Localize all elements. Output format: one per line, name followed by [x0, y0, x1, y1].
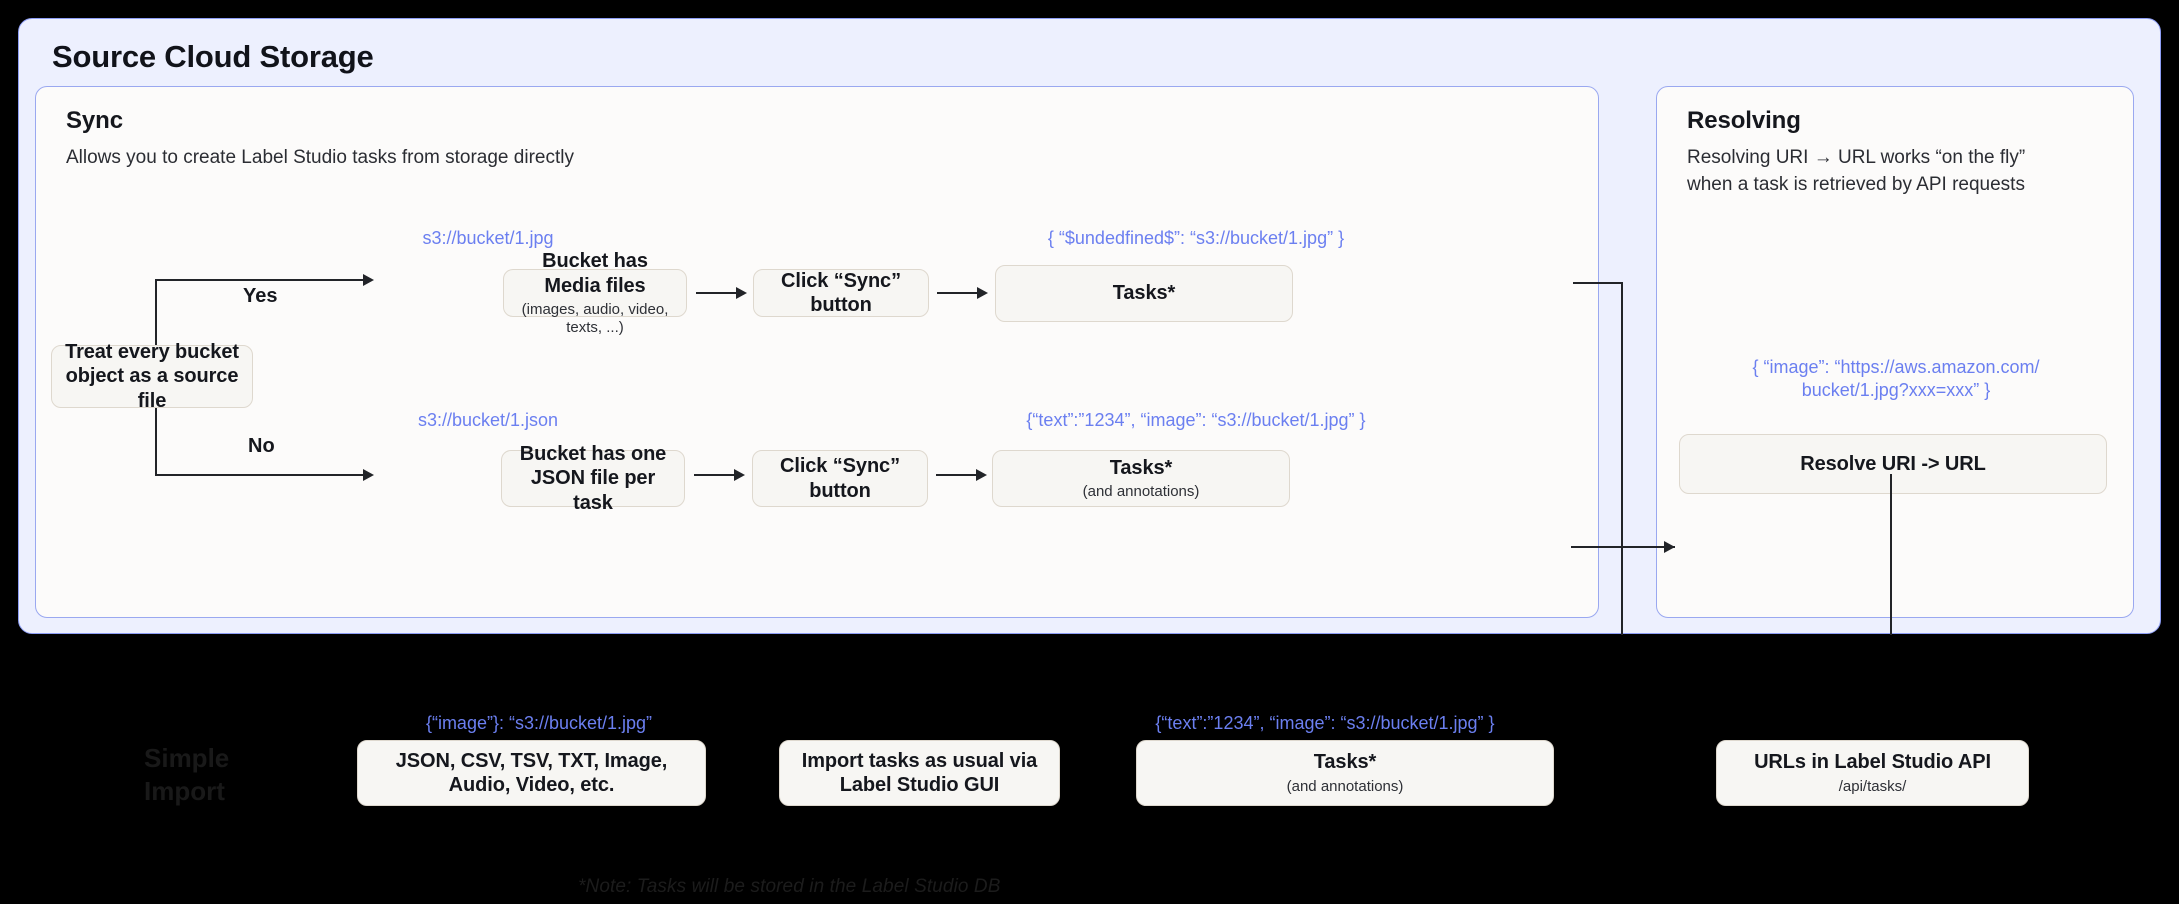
- box-resolve-uri-to-url[interactable]: Resolve URI -> URL: [1679, 434, 2107, 494]
- decision-box-label: Treat every bucket object as a source fi…: [65, 340, 239, 412]
- decision-box-treat-bucket-object[interactable]: Treat every bucket object as a source fi…: [51, 341, 253, 412]
- box-bottom-tasks-subtitle: (and annotations): [1286, 777, 1404, 795]
- connector-tasks-no-arrowhead: [1664, 540, 1675, 553]
- connector-tasks-no-horizontal: [1571, 546, 1675, 549]
- simple-import-label: Simple Import: [144, 743, 230, 806]
- connector-tasks-yes-vertical: [1621, 282, 1624, 635]
- bottom-tasks-note: {“text”:”1234”, “image”: “s3://bucket/1.…: [1155, 713, 1495, 733]
- box-bucket-has-media-files[interactable]: Bucket has Media files (images, audio, v…: [503, 250, 687, 336]
- box-tasks-yes[interactable]: Tasks*: [995, 265, 1293, 322]
- arrow-media-to-sync-line: [696, 292, 739, 295]
- connector-tasks-yes-horizontal: [1573, 282, 1623, 285]
- arrow-sync-to-tasks-line-yes: [937, 292, 980, 295]
- yes-branch-uri-note: s3://bucket/1.jpg: [422, 228, 554, 248]
- box-supported-formats[interactable]: JSON, CSV, TSV, TXT, Image, Audio, Video…: [357, 740, 706, 806]
- box-tasks-no[interactable]: Tasks* (and annotations): [992, 450, 1290, 507]
- box-click-sync-button-yes-title: Click “Sync” button: [781, 269, 901, 316]
- sync-heading: Sync: [66, 107, 123, 134]
- yes-branch-horizontal-line: [155, 279, 368, 282]
- box-tasks-yes-title: Tasks*: [1112, 282, 1176, 305]
- box-click-sync-button-no-title: Click “Sync” button: [780, 455, 900, 502]
- no-branch-vertical-line: [155, 408, 158, 476]
- page-title: Source Cloud Storage: [52, 39, 374, 74]
- resolving-subtitle: Resolving URI → URL works “on the fly” w…: [1687, 147, 2026, 195]
- arrow-sync-to-tasks-head-yes: [977, 286, 988, 299]
- box-click-sync-button-yes[interactable]: Click “Sync” button: [753, 269, 929, 317]
- box-click-sync-button-no[interactable]: Click “Sync” button: [752, 450, 928, 507]
- resolved-url-note: { “image”: “https://aws.amazon.com/ buck…: [1752, 357, 2040, 401]
- yes-branch-arrowhead: [363, 273, 374, 286]
- no-branch-arrowhead: [363, 468, 374, 481]
- no-branch-uri-note: s3://bucket/1.json: [417, 410, 559, 430]
- box-supported-formats-title: JSON, CSV, TSV, TXT, Image, Audio, Video…: [395, 749, 668, 796]
- arrow-json-to-sync-head: [734, 468, 745, 481]
- box-bucket-has-media-files-title: Bucket has Media files: [542, 250, 648, 297]
- bottom-import-note: {“image”}: “s3://bucket/1.jpg”: [425, 713, 653, 733]
- arrow-json-to-sync-line: [694, 474, 737, 477]
- arrow-media-to-sync-head: [736, 286, 747, 299]
- resolving-heading: Resolving: [1687, 107, 1801, 134]
- yes-branch-task-note: { “$undedfined$”: “s3://bucket/1.jpg” }: [1047, 228, 1345, 248]
- no-branch-task-note: {“text”:”1234”, “image”: “s3://bucket/1.…: [1026, 410, 1366, 430]
- arrow-sync-to-tasks-line-no: [936, 474, 979, 477]
- box-resolve-uri-to-url-title: Resolve URI -> URL: [1800, 452, 1986, 475]
- yes-branch-vertical-line: [155, 279, 158, 345]
- box-urls-api-title: URLs in Label Studio API: [1754, 751, 1991, 774]
- resolving-panel: Resolving Resolving URI → URL works “on …: [1656, 86, 2134, 618]
- box-bucket-has-media-files-subtitle: (images, audio, video, texts, ...): [521, 300, 669, 336]
- branch-label-yes: Yes: [243, 285, 278, 307]
- box-bucket-has-one-json-title: Bucket has one JSON file per task: [519, 442, 667, 514]
- box-import-via-gui-title: Import tasks as usual via Label Studio G…: [801, 749, 1038, 796]
- box-bucket-has-one-json[interactable]: Bucket has one JSON file per task: [501, 443, 685, 514]
- box-tasks-no-title: Tasks*: [1109, 456, 1173, 479]
- sync-subtitle: Allows you to create Label Studio tasks …: [66, 147, 574, 168]
- branch-label-no: No: [248, 435, 275, 457]
- footnote: *Note: Tasks will be stored in the Label…: [578, 876, 1001, 897]
- box-bottom-tasks-title: Tasks*: [1313, 751, 1377, 774]
- sync-panel: Sync Allows you to create Label Studio t…: [35, 86, 1599, 618]
- connector-resolve-down-line: [1890, 474, 1893, 635]
- box-tasks-no-subtitle: (and annotations): [1082, 483, 1200, 501]
- box-urls-api-subtitle: /api/tasks/: [1838, 777, 1907, 795]
- no-branch-horizontal-line: [155, 474, 368, 477]
- box-bottom-tasks[interactable]: Tasks* (and annotations): [1136, 740, 1554, 806]
- arrow-sync-to-tasks-head-no: [976, 468, 987, 481]
- box-urls-in-label-studio-api[interactable]: URLs in Label Studio API /api/tasks/: [1716, 740, 2029, 806]
- source-cloud-storage-panel: Source Cloud Storage Sync Allows you to …: [18, 18, 2161, 634]
- box-import-via-gui[interactable]: Import tasks as usual via Label Studio G…: [779, 740, 1060, 806]
